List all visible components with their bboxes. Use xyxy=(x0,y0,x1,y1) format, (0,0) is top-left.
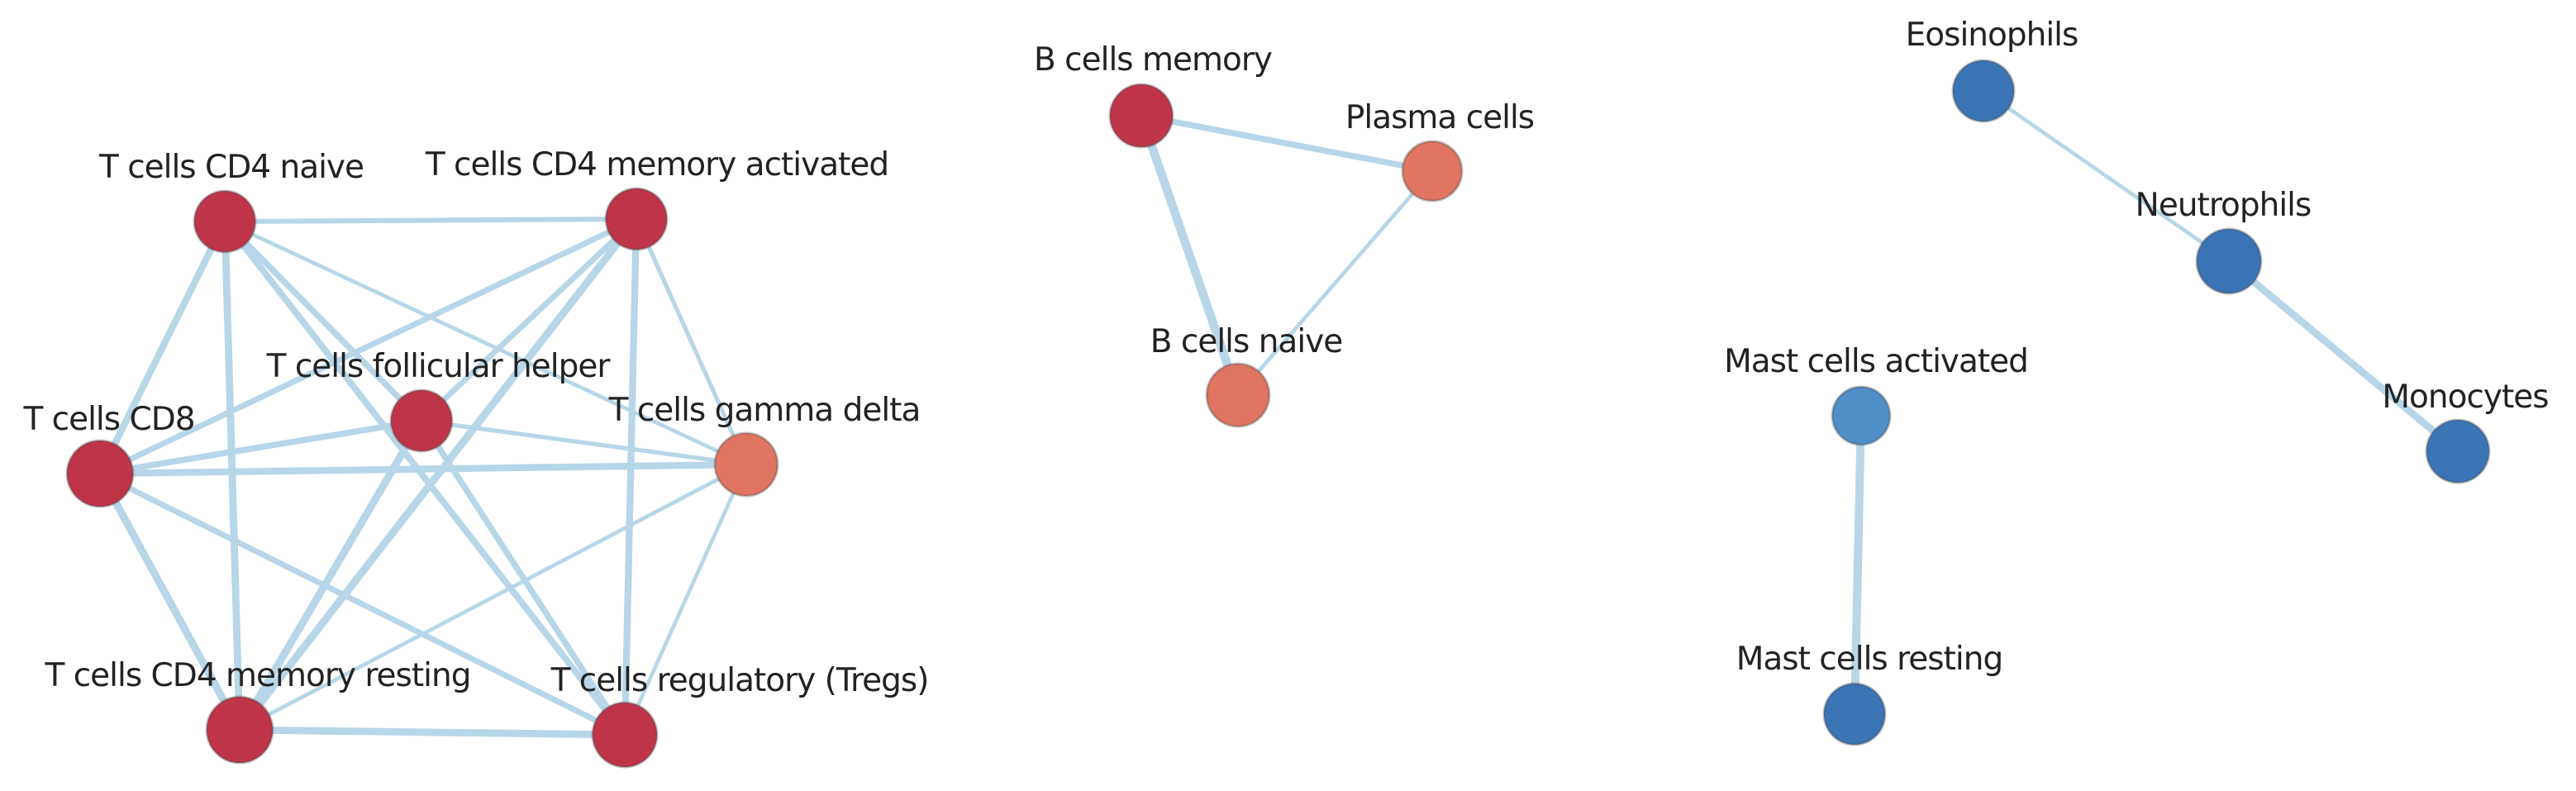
edge-cd4memrest-tregs xyxy=(236,726,629,739)
edge-cd4memact-cd4memrest xyxy=(236,215,640,734)
edge-cd4memact-cd8 xyxy=(97,216,640,477)
edge-cd8-tregs xyxy=(97,470,628,738)
edge-cd8-gamma xyxy=(96,460,750,478)
edge-mastact-mastrest xyxy=(1850,411,1866,719)
node-cd8[interactable] xyxy=(65,439,135,508)
node-mastact[interactable] xyxy=(1831,385,1892,446)
node-label-cd4memact: T cells CD4 memory activated xyxy=(425,146,888,183)
edge-cd4memact-tregs xyxy=(621,215,640,739)
edge-cd4naive-follicular xyxy=(221,218,425,424)
node-label-tregs: T cells regulatory (Tregs) xyxy=(550,662,929,699)
node-bmem[interactable] xyxy=(1108,83,1174,149)
node-label-plasma: Plasma cells xyxy=(1345,99,1534,136)
node-label-cd4naive: T cells CD4 naive xyxy=(98,149,364,186)
node-cd4memact[interactable] xyxy=(604,187,669,251)
node-label-cd4memrest: T cells CD4 memory resting xyxy=(45,657,471,694)
edge-bmem-plasma xyxy=(1138,112,1436,174)
edge-plasma-bnaive xyxy=(1236,169,1435,398)
edge-gamma-cd4memrest xyxy=(237,462,749,732)
node-label-gamma: T cells gamma delta xyxy=(608,392,921,429)
edge-eos-neut xyxy=(1981,88,2231,264)
node-plasma[interactable] xyxy=(1401,140,1464,203)
edge-follicular-tregs xyxy=(418,417,628,738)
edge-cd4naive-gamma xyxy=(222,219,749,467)
node-label-follicular: T cells follicular helper xyxy=(266,348,612,385)
labels-layer: T cells CD4 naive T cells CD4 memory acti… xyxy=(22,17,2549,699)
edges-layer xyxy=(96,88,2462,739)
edge-gamma-tregs xyxy=(622,462,749,737)
edge-bmem-bnaive xyxy=(1136,111,1243,400)
edge-cd4naive-cd8 xyxy=(96,217,229,478)
node-tregs[interactable] xyxy=(591,701,659,769)
nodes-layer xyxy=(65,59,2491,769)
node-label-bnaive: B cells naive xyxy=(1150,323,1343,360)
edge-cd4memact-gamma xyxy=(634,217,749,467)
node-label-mastact: Mast cells activated xyxy=(1724,343,2028,380)
node-mono[interactable] xyxy=(2425,418,2491,484)
node-bnaive[interactable] xyxy=(1205,362,1271,428)
node-label-bmem: B cells memory xyxy=(1034,41,1272,79)
edge-cd4naive-cd4memact xyxy=(222,217,639,224)
node-neut[interactable] xyxy=(2195,227,2263,295)
node-label-neut: Neutrophils xyxy=(2136,187,2312,224)
node-eos[interactable] xyxy=(1951,59,2016,123)
edge-cd4memact-follicular xyxy=(418,216,640,424)
node-cd4naive[interactable] xyxy=(193,189,257,254)
edge-cd4naive-cd4memrest xyxy=(221,217,244,734)
node-label-mono: Monocytes xyxy=(2382,379,2548,416)
node-gamma[interactable] xyxy=(713,431,779,498)
edge-neut-mono xyxy=(2225,257,2462,455)
node-label-cd8: T cells CD8 xyxy=(22,401,194,438)
edge-follicular-cd8 xyxy=(97,417,425,477)
node-label-eos: Eosinophils xyxy=(1906,17,2078,54)
node-follicular[interactable] xyxy=(389,388,454,453)
edge-cd4naive-tregs xyxy=(221,218,628,738)
node-label-mastrest: Mast cells resting xyxy=(1736,641,2002,678)
edge-cd8-cd4memrest xyxy=(96,469,244,734)
edge-follicular-gamma xyxy=(419,418,749,467)
node-mastrest[interactable] xyxy=(1822,682,1887,746)
node-cd4memrest[interactable] xyxy=(205,695,274,765)
